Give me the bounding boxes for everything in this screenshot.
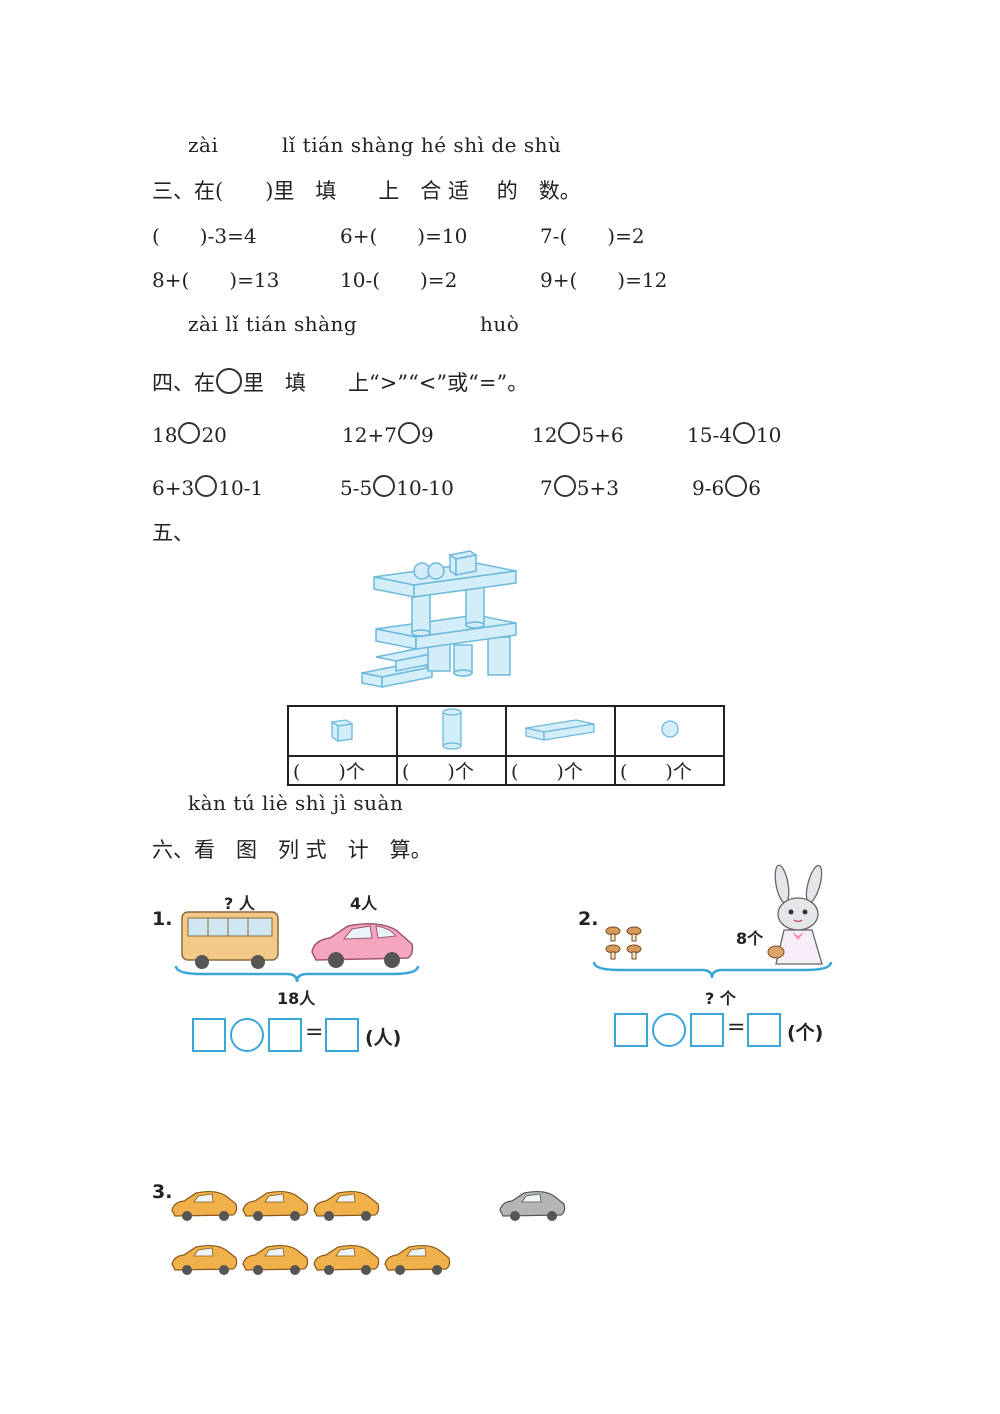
section6-title: 六、看 图 列 式 计 算。	[152, 838, 432, 862]
cylinder-icon	[441, 708, 462, 750]
answer-circle[interactable]	[553, 475, 576, 497]
answer-box[interactable]	[268, 1018, 302, 1052]
pinyin-zai: zài	[188, 133, 219, 157]
problem-2-unit: (个)	[787, 1022, 824, 1044]
block-structure-illustration	[361, 550, 517, 688]
orange-car-icon	[171, 1244, 238, 1276]
bus-icon	[181, 911, 279, 969]
equation-3-4: 8+( )=13	[152, 268, 280, 292]
equation-3-2: 6+( )=10	[340, 224, 468, 248]
gray-car-icon	[499, 1190, 566, 1222]
section3-title: 三、在( )里 填 上 合 适 的 数。	[152, 179, 581, 203]
problem-2-known-label: 8个	[736, 929, 764, 948]
orange-car-icon	[384, 1244, 451, 1276]
brace-1	[174, 965, 420, 983]
cube-cell	[287, 705, 398, 757]
cuboid-cell	[505, 705, 616, 757]
answer-circle[interactable]	[725, 475, 748, 497]
answer-box[interactable]	[747, 1013, 781, 1047]
answer-box[interactable]	[325, 1018, 359, 1052]
cuboid-icon	[524, 719, 595, 741]
problem-1-total-label: 18人	[277, 989, 316, 1008]
answer-box[interactable]	[192, 1018, 226, 1052]
problem-2-number: 2.	[578, 908, 599, 930]
equation-3-5: 10-( )=2	[340, 268, 458, 292]
orange-car-icon	[313, 1244, 380, 1276]
orange-car-icon	[313, 1190, 380, 1222]
section4-title-pre: 四、在	[152, 371, 215, 395]
answer-box[interactable]	[614, 1013, 648, 1047]
problem-1-unit: (人)	[365, 1027, 402, 1049]
answer-circle[interactable]	[373, 475, 396, 497]
count-cylinder[interactable]: ( )个	[396, 755, 507, 786]
section4-title: 四、在 里 填 上“>”“<”或“=”。	[152, 367, 528, 397]
count-cube[interactable]: ( )个	[287, 755, 398, 786]
answer-circle[interactable]	[397, 422, 420, 444]
operator-circle[interactable]	[652, 1013, 686, 1047]
equals-sign: =	[727, 1015, 746, 1040]
car-pink-icon	[311, 923, 414, 968]
equals-sign: =	[305, 1020, 324, 1045]
problem-1-number: 1.	[152, 908, 173, 930]
section5-title: 五、	[152, 521, 194, 545]
shape-count-table: ( )个 ( )个 ( )个 ( )个	[287, 705, 725, 786]
problem-1-known-label: 4人	[350, 894, 378, 913]
count-cuboid[interactable]: ( )个	[505, 755, 616, 786]
problem-1-unknown-label: ? 人	[224, 894, 255, 913]
mushrooms-icon	[605, 926, 642, 960]
problem-3-number: 3.	[152, 1181, 173, 1203]
answer-box[interactable]	[690, 1013, 724, 1047]
answer-circle[interactable]	[195, 475, 218, 497]
cylinder-cell	[396, 705, 507, 757]
circle-icon	[216, 368, 242, 394]
sphere-cell	[614, 705, 725, 757]
problem-2-total-label: ? 个	[705, 989, 736, 1008]
equation-3-1: ( )-3=4	[152, 224, 257, 248]
orange-car-icon	[242, 1244, 309, 1276]
orange-car-icon	[171, 1190, 238, 1222]
rabbit-icon	[767, 864, 823, 965]
answer-circle[interactable]	[558, 422, 581, 444]
answer-circle[interactable]	[178, 422, 201, 444]
sphere-icon	[660, 720, 679, 738]
brace-2	[592, 961, 833, 979]
equation-3-3: 7-( )=2	[540, 224, 645, 248]
answer-circle[interactable]	[732, 422, 755, 444]
pinyin-line-6: kàn tú liè shì jì suàn	[188, 791, 404, 815]
operator-circle[interactable]	[230, 1018, 264, 1052]
cube-icon	[329, 719, 354, 743]
equation-3-6: 9+( )=12	[540, 268, 668, 292]
pinyin-line-4b: huò	[480, 312, 520, 336]
count-sphere[interactable]: ( )个	[614, 755, 725, 786]
pinyin-line-3: lǐ tián shàng hé shì de shù	[282, 133, 562, 157]
orange-car-icon	[242, 1190, 309, 1222]
pinyin-line-4a: zài lǐ tián shàng	[188, 312, 358, 336]
section4-title-post: 里 填 上“>”“<”或“=”。	[243, 371, 529, 395]
